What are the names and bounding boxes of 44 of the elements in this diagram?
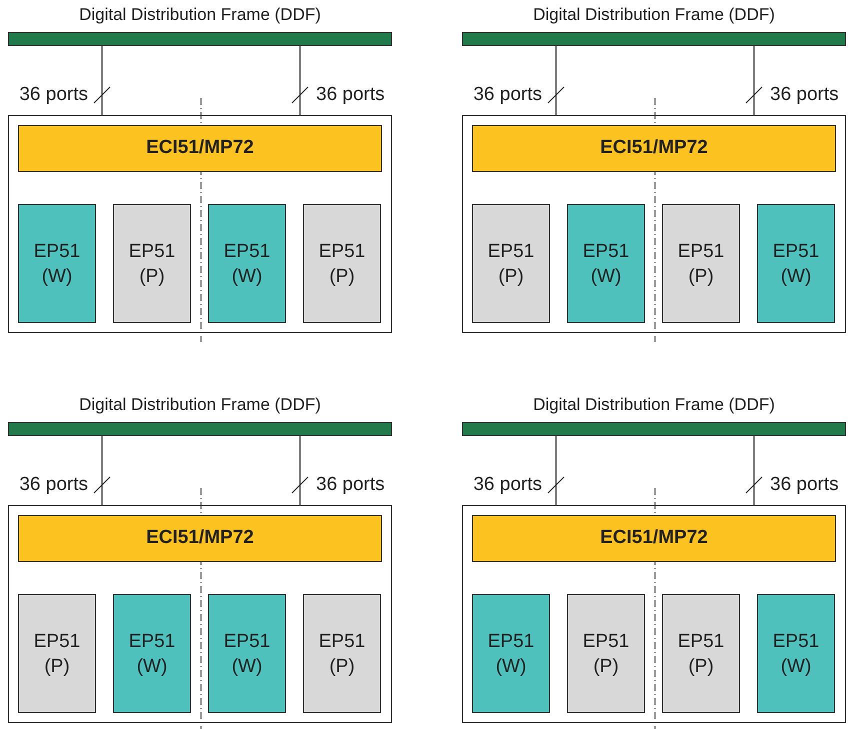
port-card: EP51 (P) xyxy=(472,204,550,323)
connector-line xyxy=(555,436,557,505)
connector-line xyxy=(555,46,557,115)
port-card: EP51 (W) xyxy=(113,594,191,713)
port-card: EP51 (W) xyxy=(472,594,550,713)
port-card: EP51 (W) xyxy=(208,594,286,713)
edge-label: 36 ports xyxy=(473,474,542,496)
port-card: EP51 (P) xyxy=(303,204,381,323)
shelf-box xyxy=(8,505,392,723)
controller-card: ECI51/MP72 xyxy=(472,515,836,562)
port-card: EP51 (P) xyxy=(303,594,381,713)
connector-line xyxy=(753,46,755,115)
frame-title: Digital Distribution Frame (DDF) xyxy=(533,4,775,26)
connector-line xyxy=(101,436,103,505)
port-card: EP51 (P) xyxy=(18,594,96,713)
shelf-box xyxy=(462,115,846,333)
edge-label: 36 ports xyxy=(770,474,839,496)
port-card: EP51 (P) xyxy=(113,204,191,323)
frame-title: Digital Distribution Frame (DDF) xyxy=(79,4,321,26)
connector-line xyxy=(299,436,301,505)
edge-label: 36 ports xyxy=(770,84,839,106)
edge-label: 36 ports xyxy=(19,84,88,106)
shelf-box xyxy=(462,505,846,723)
edge-label: 36 ports xyxy=(316,84,385,106)
connector-line xyxy=(299,46,301,115)
controller-card: ECI51/MP72 xyxy=(472,125,836,172)
port-card: EP51 (P) xyxy=(567,594,645,713)
port-card: EP51 (P) xyxy=(662,594,740,713)
connector-line xyxy=(753,436,755,505)
port-card: EP51 (W) xyxy=(757,594,835,713)
frame-title: Digital Distribution Frame (DDF) xyxy=(533,394,775,416)
edge-label: 36 ports xyxy=(316,474,385,496)
edge-label: 36 ports xyxy=(473,84,542,106)
port-card: EP51 (W) xyxy=(757,204,835,323)
port-card: EP51 (W) xyxy=(208,204,286,323)
frame-title: Digital Distribution Frame (DDF) xyxy=(79,394,321,416)
edge-label: 36 ports xyxy=(19,474,88,496)
port-card: EP51 (P) xyxy=(662,204,740,323)
controller-card: ECI51/MP72 xyxy=(18,515,382,562)
shelf-box xyxy=(8,115,392,333)
connector-line xyxy=(101,46,103,115)
port-card: EP51 (W) xyxy=(567,204,645,323)
port-card: EP51 (W) xyxy=(18,204,96,323)
controller-card: ECI51/MP72 xyxy=(18,125,382,172)
